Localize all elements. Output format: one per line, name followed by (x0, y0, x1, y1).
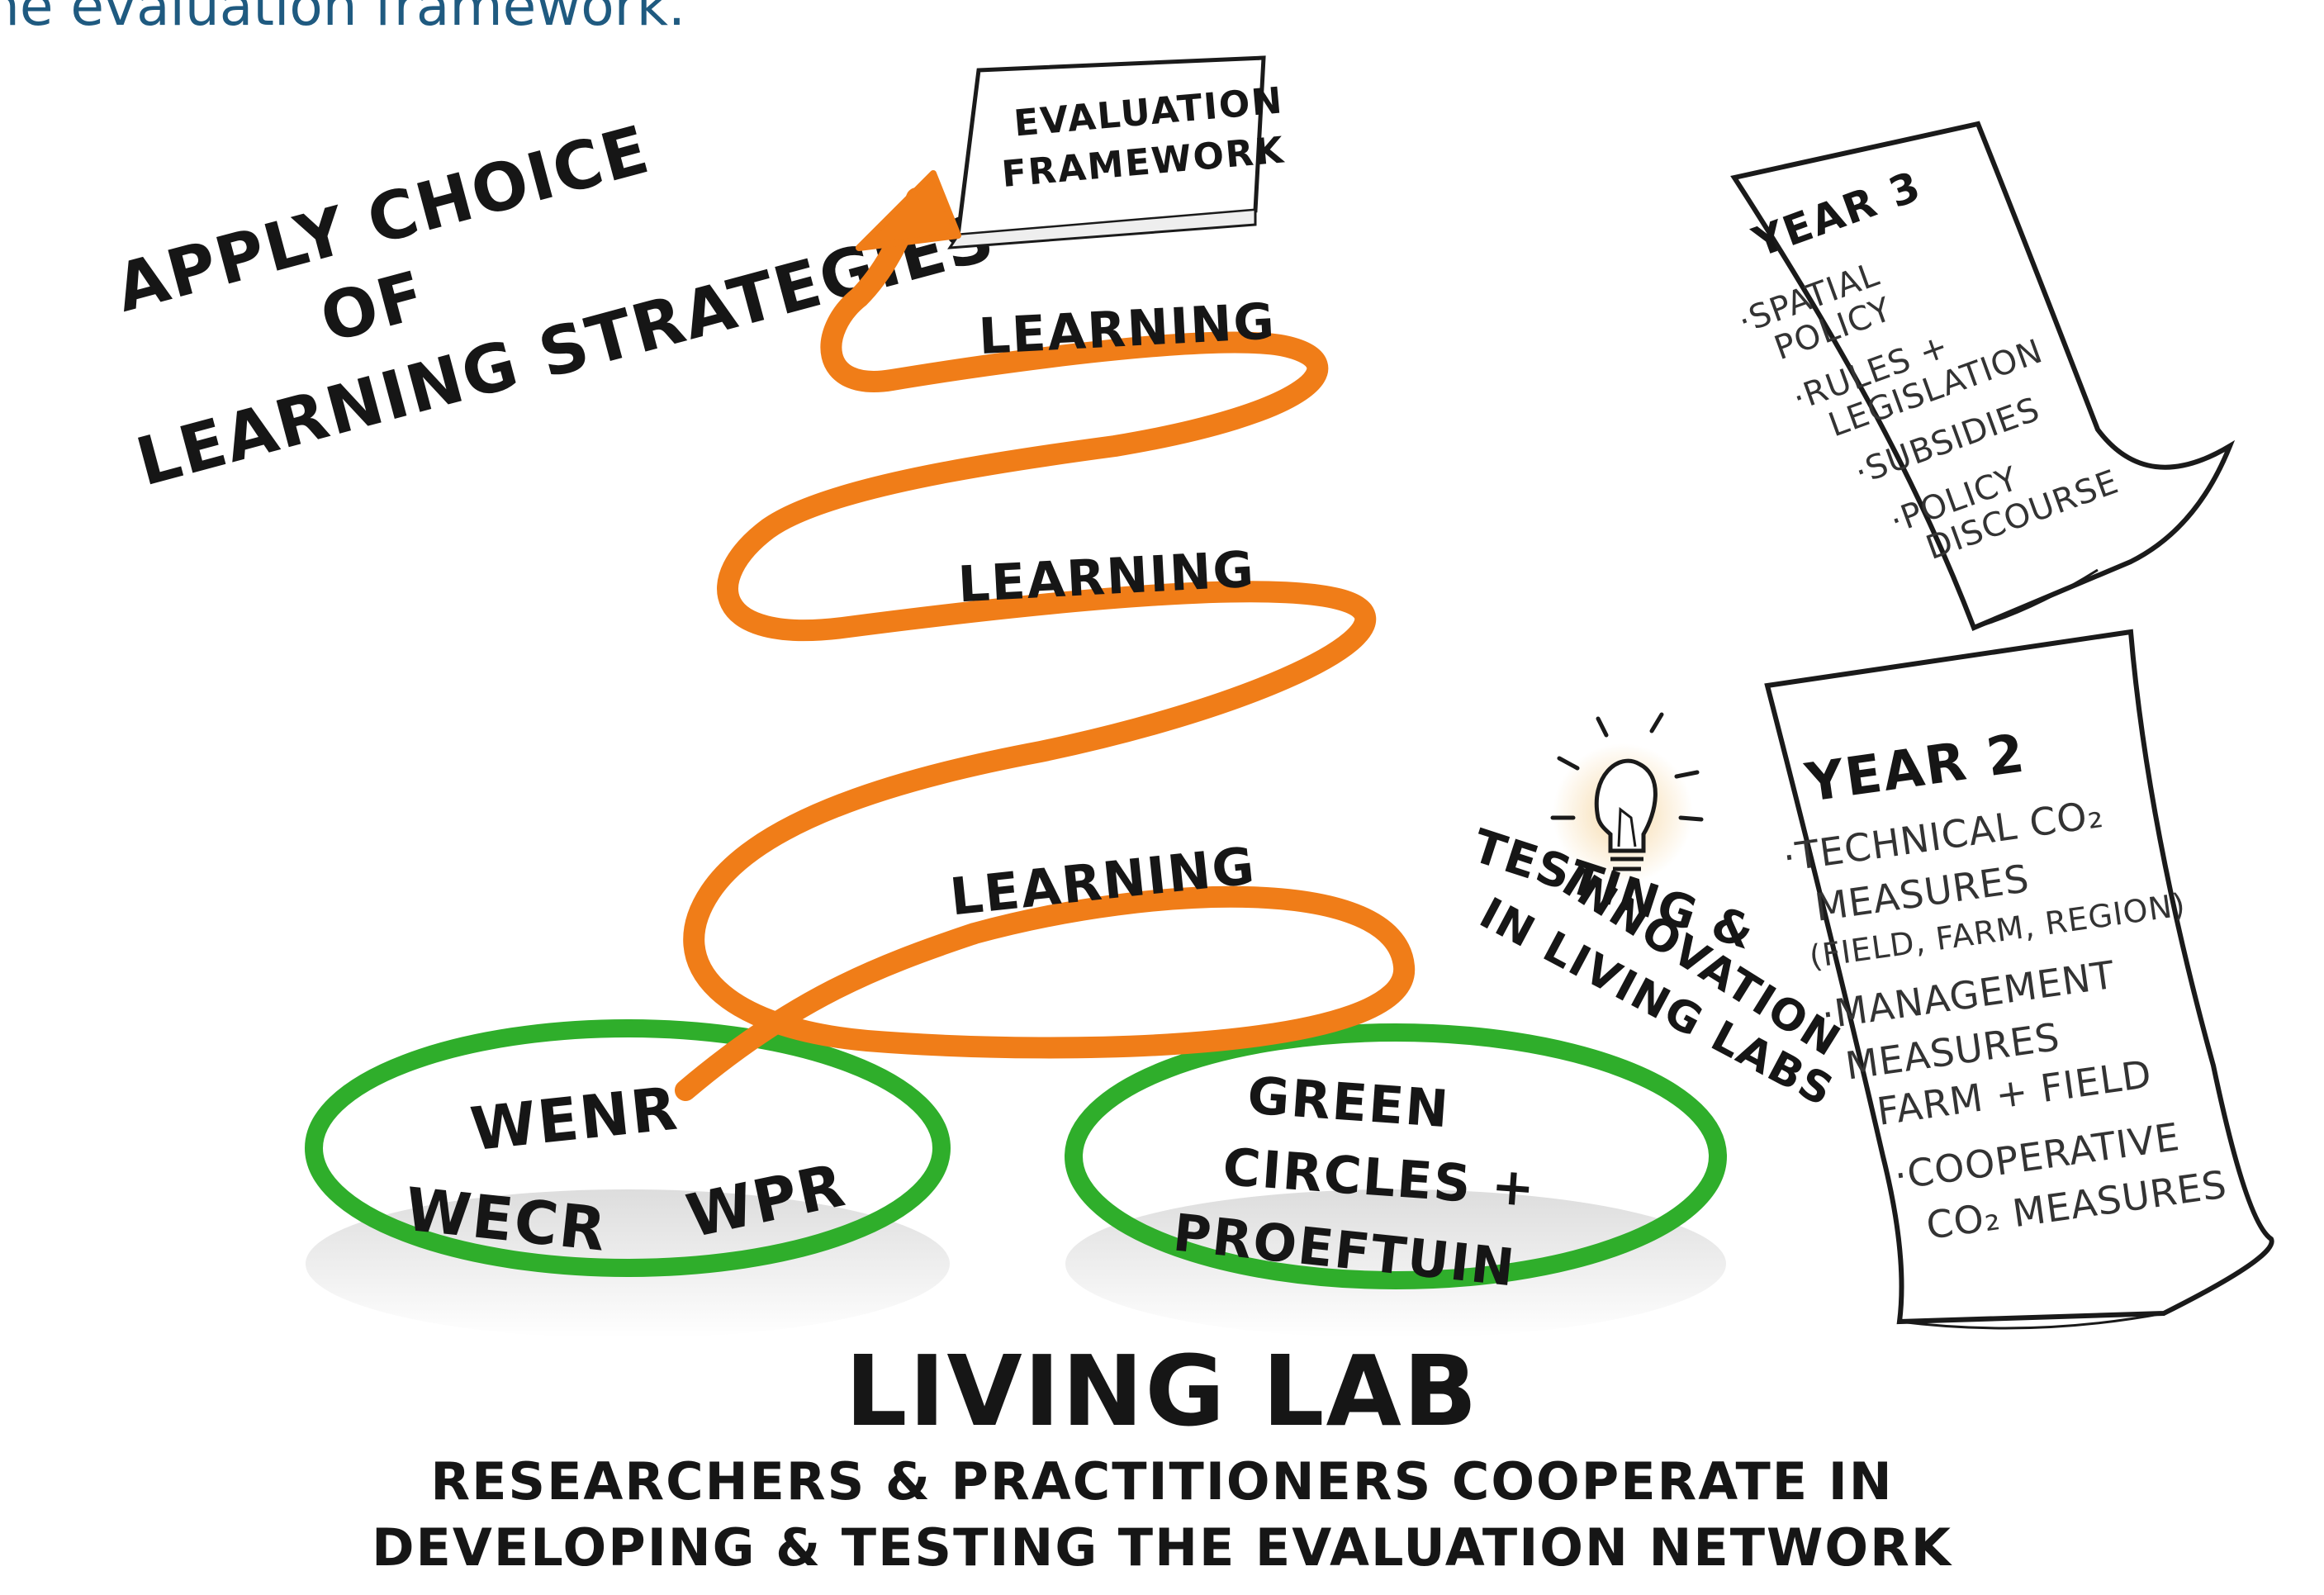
strategy-note: APPLY CHOICE OF LEARNING STRATEGIES (108, 111, 1003, 501)
learning-spiral (675, 170, 1416, 1101)
footer-line-2: DEVELOPING & TESTING THE EVALUATION NETW… (372, 1517, 1952, 1578)
spiral-arrowhead (856, 170, 961, 251)
header-title: he evaluation framework. (0, 0, 685, 38)
year3-card: YEAR 3 ·SPATIAL POLICY ·RULES + LEGISLAT… (1730, 121, 2236, 631)
learning-label-top: LEARNING (977, 292, 1277, 366)
framework-card: EVALUATION FRAMEWORK (947, 55, 1287, 249)
footer-title: LIVING LAB (845, 1334, 1478, 1448)
right-ellipse-labels: GREEN CIRCLES + PROEFTUIN (1170, 1065, 1538, 1298)
lightbulb-icon (1550, 712, 1704, 884)
right-shadow (1065, 1189, 1726, 1338)
label-wenr: WENR (467, 1073, 682, 1164)
year2-card: YEAR 2 ·TECHNICAL CO₂ MEASURES (FIELD, F… (1764, 629, 2274, 1330)
right-ellipse (1065, 1023, 1727, 1289)
label-green: GREEN (1245, 1065, 1452, 1139)
left-ellipse (305, 1019, 951, 1277)
footer-line-1: RESEARCHERS & PRACTITIONERS COOPERATE IN (430, 1451, 1893, 1512)
